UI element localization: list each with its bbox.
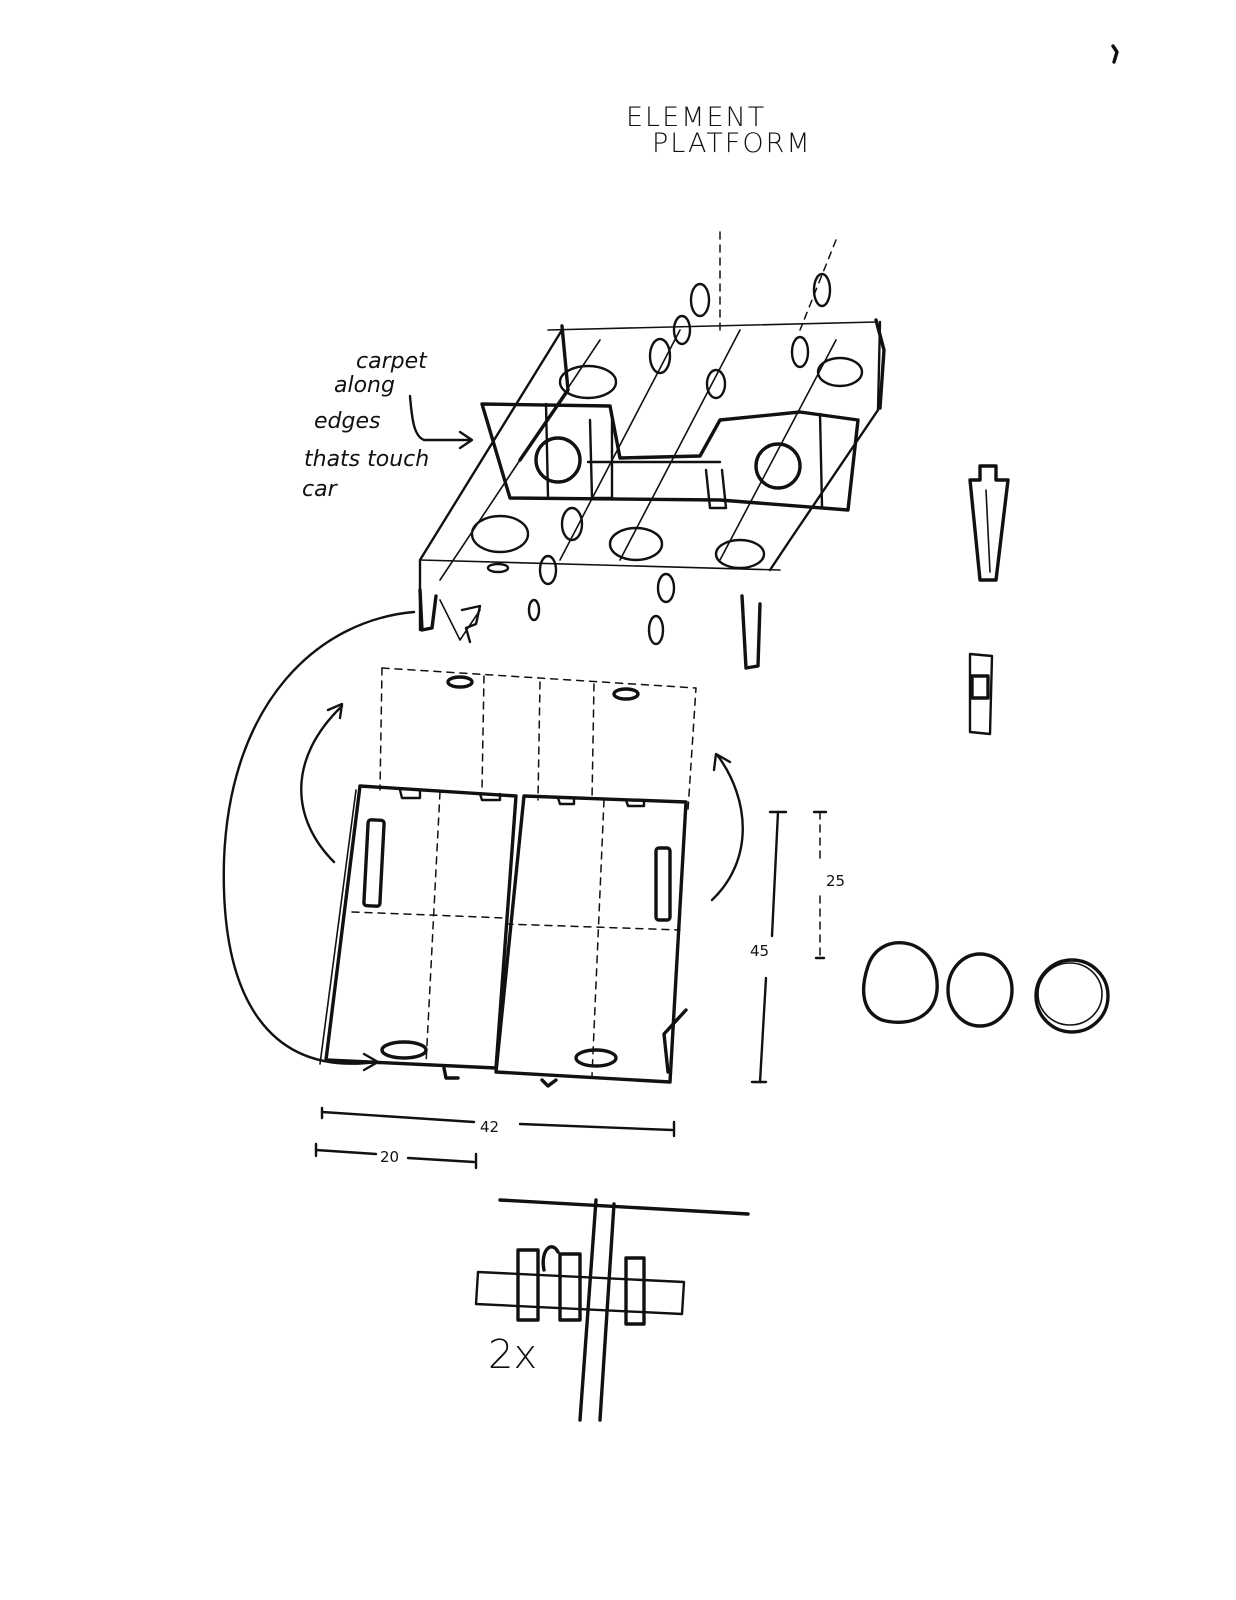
latch-bar — [474, 1270, 686, 1316]
panel-right — [494, 794, 688, 1084]
title-line-1: ELEMENT — [626, 102, 766, 133]
side-details — [968, 464, 1010, 736]
dimension-height-total: 45 — [750, 942, 769, 960]
hole-shape-1 — [861, 941, 939, 1025]
hole-shapes — [861, 941, 1110, 1034]
annotation-arrowhead — [458, 430, 474, 450]
annotation-line-3: edges — [314, 409, 380, 434]
fold-arrow-right — [710, 754, 744, 902]
title-line-2: PLATFORM — [652, 128, 812, 159]
annotation-line-4: thats touch — [304, 447, 429, 472]
annotation-line-1: carpet — [356, 349, 428, 374]
quantity-label: 2x — [488, 1332, 537, 1378]
bracket-detail — [968, 652, 994, 736]
platform-leg-left — [418, 588, 438, 632]
annotation-line-5: car — [302, 477, 339, 502]
wedge-detail — [968, 464, 1010, 582]
fold-arrow-left — [300, 704, 344, 864]
corner-mark — [1111, 44, 1119, 64]
annotation-line-2: along — [334, 373, 395, 398]
hinge-detail: 2x — [474, 1198, 750, 1422]
carpet-annotation: carpet along edges thats touch car — [302, 349, 474, 502]
hole-shape-3 — [1034, 958, 1110, 1034]
assembled-platform — [418, 231, 886, 670]
dimension-width-half: 20 — [380, 1148, 399, 1166]
dimension-width-total: 42 — [480, 1118, 499, 1136]
hole-shape-2 — [946, 952, 1014, 1028]
platform-leg-right — [740, 594, 762, 670]
annotation-arrow — [408, 394, 472, 442]
panel-left — [324, 784, 518, 1070]
platform-divider — [480, 402, 860, 512]
dimension-height-partial: 25 — [826, 872, 845, 890]
rotation-arrow — [222, 610, 416, 1065]
dimension-lines: 42 20 45 25 — [314, 810, 845, 1170]
sketch-title: ELEMENT PLATFORM — [626, 102, 812, 159]
folding-panels — [222, 610, 744, 1088]
